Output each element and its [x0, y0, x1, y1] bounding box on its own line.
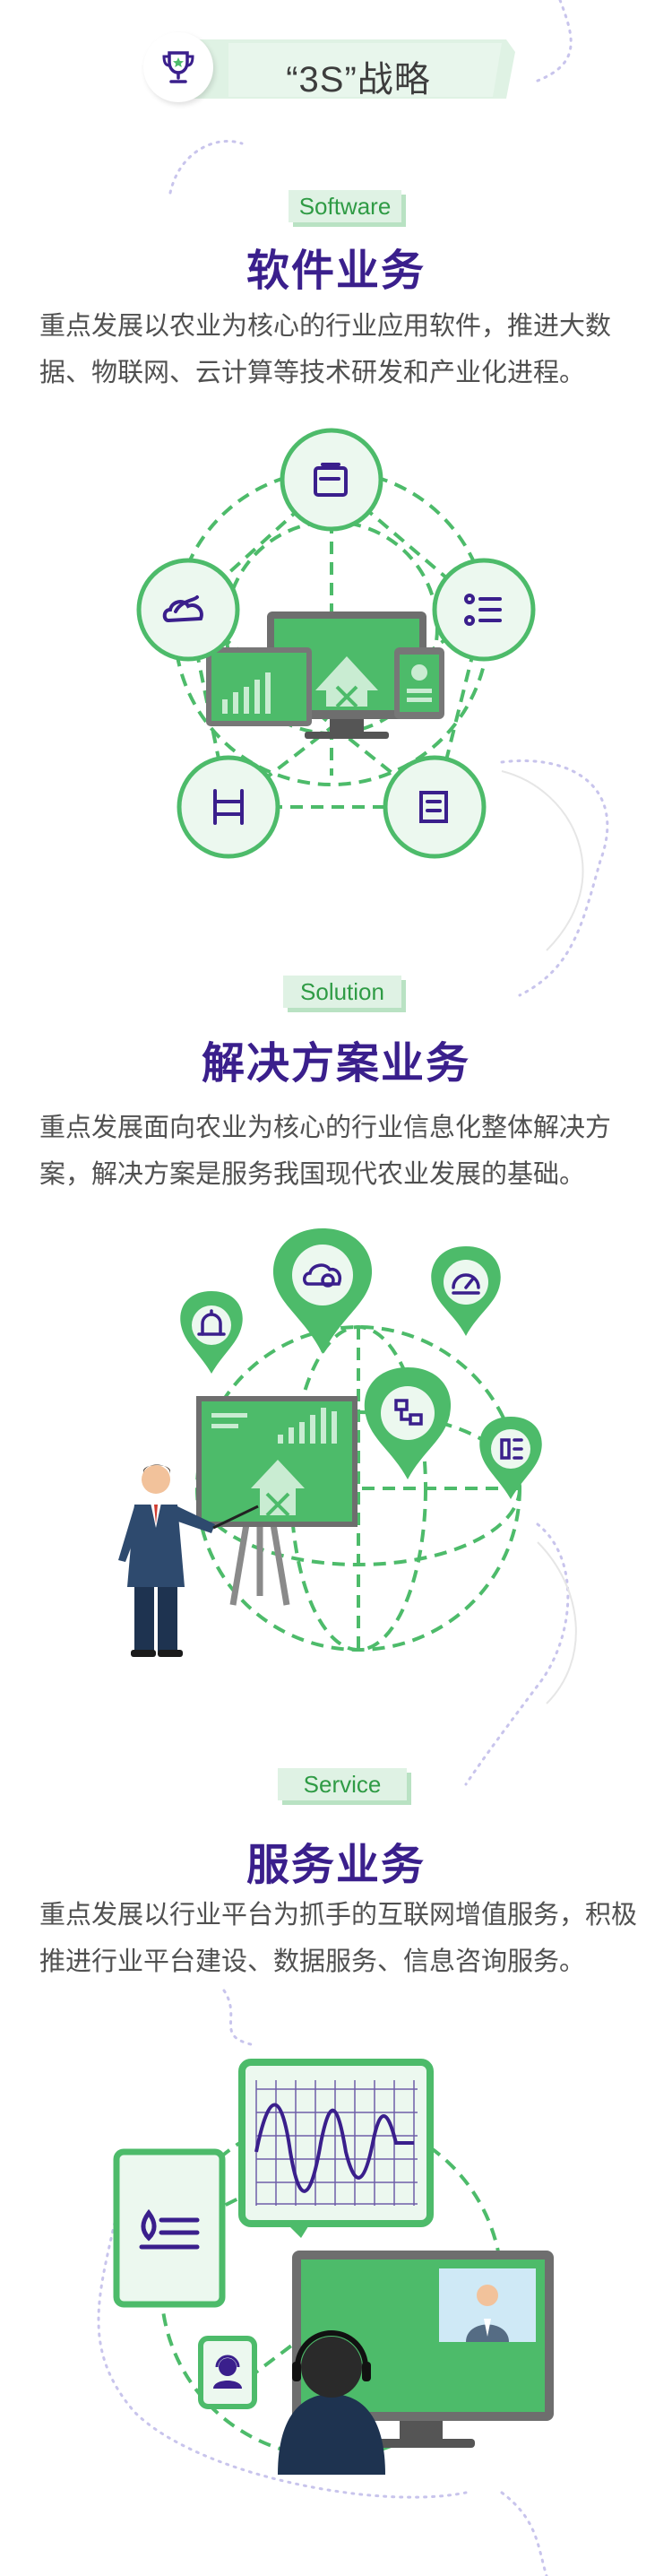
- document-icon: [419, 791, 448, 823]
- solution-illustration: [118, 1228, 542, 1657]
- edit-icon: [314, 463, 348, 497]
- support-agent-figure: [278, 2330, 385, 2475]
- cloud-gear-icon: [303, 1263, 341, 1288]
- software-illustration: [136, 428, 536, 859]
- service-illustration: [113, 2059, 554, 2475]
- cloud-leaf-icon: [162, 595, 203, 623]
- presenter-figure: [118, 1464, 259, 1657]
- section-tag-service: Service: [278, 1768, 407, 1800]
- support-agent-icon: [213, 2355, 242, 2389]
- network-icon: [394, 1399, 423, 1426]
- section-title-service: 服务业务: [246, 1842, 426, 1889]
- panel-icon: [500, 1438, 523, 1460]
- alarm-icon: [197, 1309, 226, 1336]
- chart-card: [238, 2059, 434, 2238]
- section-tag-software: Software: [289, 190, 401, 222]
- drop-list-icon: [139, 2208, 200, 2250]
- section-description-service: 重点发展以行业平台为抓手的互联网增值服务，积极推进行业平台建设、数据服务、信息咨…: [39, 1901, 638, 1976]
- section-tag-solution: Solution: [283, 976, 401, 1008]
- trophy-icon: [162, 51, 194, 83]
- chart-icon: [254, 2103, 414, 2193]
- section-description-software: 重点发展以农业为核心的行业应用软件，推进大数据、物联网、云计算等技术研发和产业化…: [39, 312, 612, 387]
- section-title-solution: 解决方案业务: [201, 1040, 470, 1088]
- ladder-icon: [213, 789, 244, 825]
- document-card: [113, 2148, 226, 2308]
- header-icon-circle: [143, 32, 213, 102]
- list-icon: [464, 594, 502, 626]
- gauge-icon: [452, 1273, 480, 1295]
- page-title: “3S”战略: [286, 60, 431, 100]
- section-title-software: 软件业务: [246, 247, 426, 295]
- section-description-solution: 重点发展面向农业为核心的行业信息化整体解决方案，解决方案是服务我国现代农业发展的…: [39, 1114, 612, 1189]
